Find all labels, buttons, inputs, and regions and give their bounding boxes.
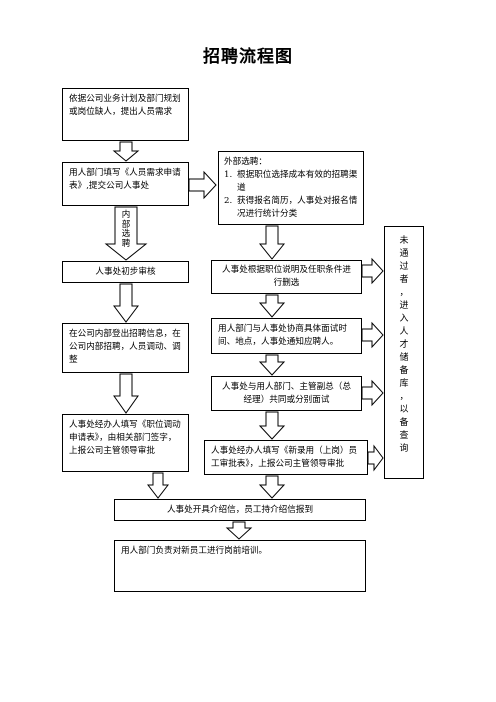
arrow-right xyxy=(361,321,384,349)
internal-post-box: 在公司内部登出招聘信息，在公司内部招聘，人员调动、调整 xyxy=(62,323,189,373)
transfer-form-box: 人事处经办人填写《职位调动申请表》，由相关部门签字，上报公司主管领导审批 xyxy=(62,414,189,472)
arrow-right xyxy=(361,379,384,407)
need-box: 依据公司业务计划及部门规划或岗位缺人，提出人员需求 xyxy=(62,88,189,141)
talent-reserve-text: 未通 过者 ，进 入人 才储 备库 ，以 备查 询 xyxy=(399,236,409,454)
arrow-down xyxy=(258,475,286,499)
hire-form-box: 人事处经办人填写《新录用（上岗）员工审批表》，上报公司主管领导审批 xyxy=(204,440,368,475)
arrow-right xyxy=(367,444,384,472)
interview-notice-box: 用人部门与人事处协商具体面试时间、地点，人事处通知应聘人。 xyxy=(211,318,362,354)
arrow-right xyxy=(188,170,217,200)
transfer-form-text: 人事处经办人填写《职位调动申请表》，由相关部门签字，上报公司主管领导审批 xyxy=(69,420,181,456)
dept-request-text: 用人部门填写《人员需求申请表》,提交公司人事处 xyxy=(69,168,181,191)
training-text: 用人部门负责对新员工进行岗前培训。 xyxy=(121,546,268,556)
talent-reserve-box: 未通 过者 ，进 入人 才储 备库 ，以 备查 询 xyxy=(384,226,424,479)
dept-request-box: 用人部门填写《人员需求申请表》,提交公司人事处 xyxy=(62,162,189,206)
arrow-down xyxy=(258,294,286,318)
initial-review-text: 人事处初步审核 xyxy=(95,266,156,277)
arrow-down xyxy=(112,141,140,162)
screening-text: 人事处根据职位说明及任职条件进行删选 xyxy=(222,265,351,288)
arrow-down xyxy=(258,225,286,260)
hire-form-text: 人事处经办人填写《新录用（上岗）员工审批表》，上报公司主管领导审批 xyxy=(211,446,358,469)
interview-notice-text: 用人部门与人事处协商具体面试时间、地点，人事处通知应聘人。 xyxy=(218,324,347,347)
external-item: 2. 获得报名简历，人事处对报名情况进行统计分类 xyxy=(224,196,358,219)
need-text: 依据公司业务计划及部门规划或岗位缺人，提出人员需求 xyxy=(69,94,181,117)
internal-selection-label: 内 部 选 聘 xyxy=(121,210,131,249)
arrow-right xyxy=(361,257,384,285)
external-heading: 外部选聘： xyxy=(224,157,267,167)
screening-box: 人事处根据职位说明及任职条件进行删选 xyxy=(211,260,362,294)
arrow-down xyxy=(113,373,139,414)
interview-text: 人事处与用人部门、主管副总（总经理）共同或分别面试 xyxy=(222,381,351,405)
arrow-down xyxy=(146,472,170,499)
external-item: 1. 根据职位选择成本有效的招聘渠道 xyxy=(224,170,358,193)
arrow-down xyxy=(258,354,286,376)
intro-letter-text: 人事处开具介绍信，员工持介绍信报到 xyxy=(166,504,314,515)
initial-review-box: 人事处初步审核 xyxy=(62,261,189,283)
training-box: 用人部门负责对新员工进行岗前培训。 xyxy=(114,540,366,592)
arrow-down xyxy=(225,521,253,540)
interview-box: 人事处与用人部门、主管副总（总经理）共同或分别面试 xyxy=(211,376,362,411)
external-box: 外部选聘： 1. 根据职位选择成本有效的招聘渠道 2. 获得报名简历，人事处对报… xyxy=(218,151,364,225)
internal-post-text: 在公司内部登出招聘信息，在公司内部招聘，人员调动、调整 xyxy=(69,329,181,365)
arrow-down xyxy=(113,283,139,323)
external-list: 1. 根据职位选择成本有效的招聘渠道 2. 获得报名简历，人事处对报名情况进行统… xyxy=(224,169,358,221)
arrow-down xyxy=(258,411,286,440)
page-title: 招聘流程图 xyxy=(203,47,293,67)
intro-letter-box: 人事处开具介绍信，员工持介绍信报到 xyxy=(114,499,366,521)
